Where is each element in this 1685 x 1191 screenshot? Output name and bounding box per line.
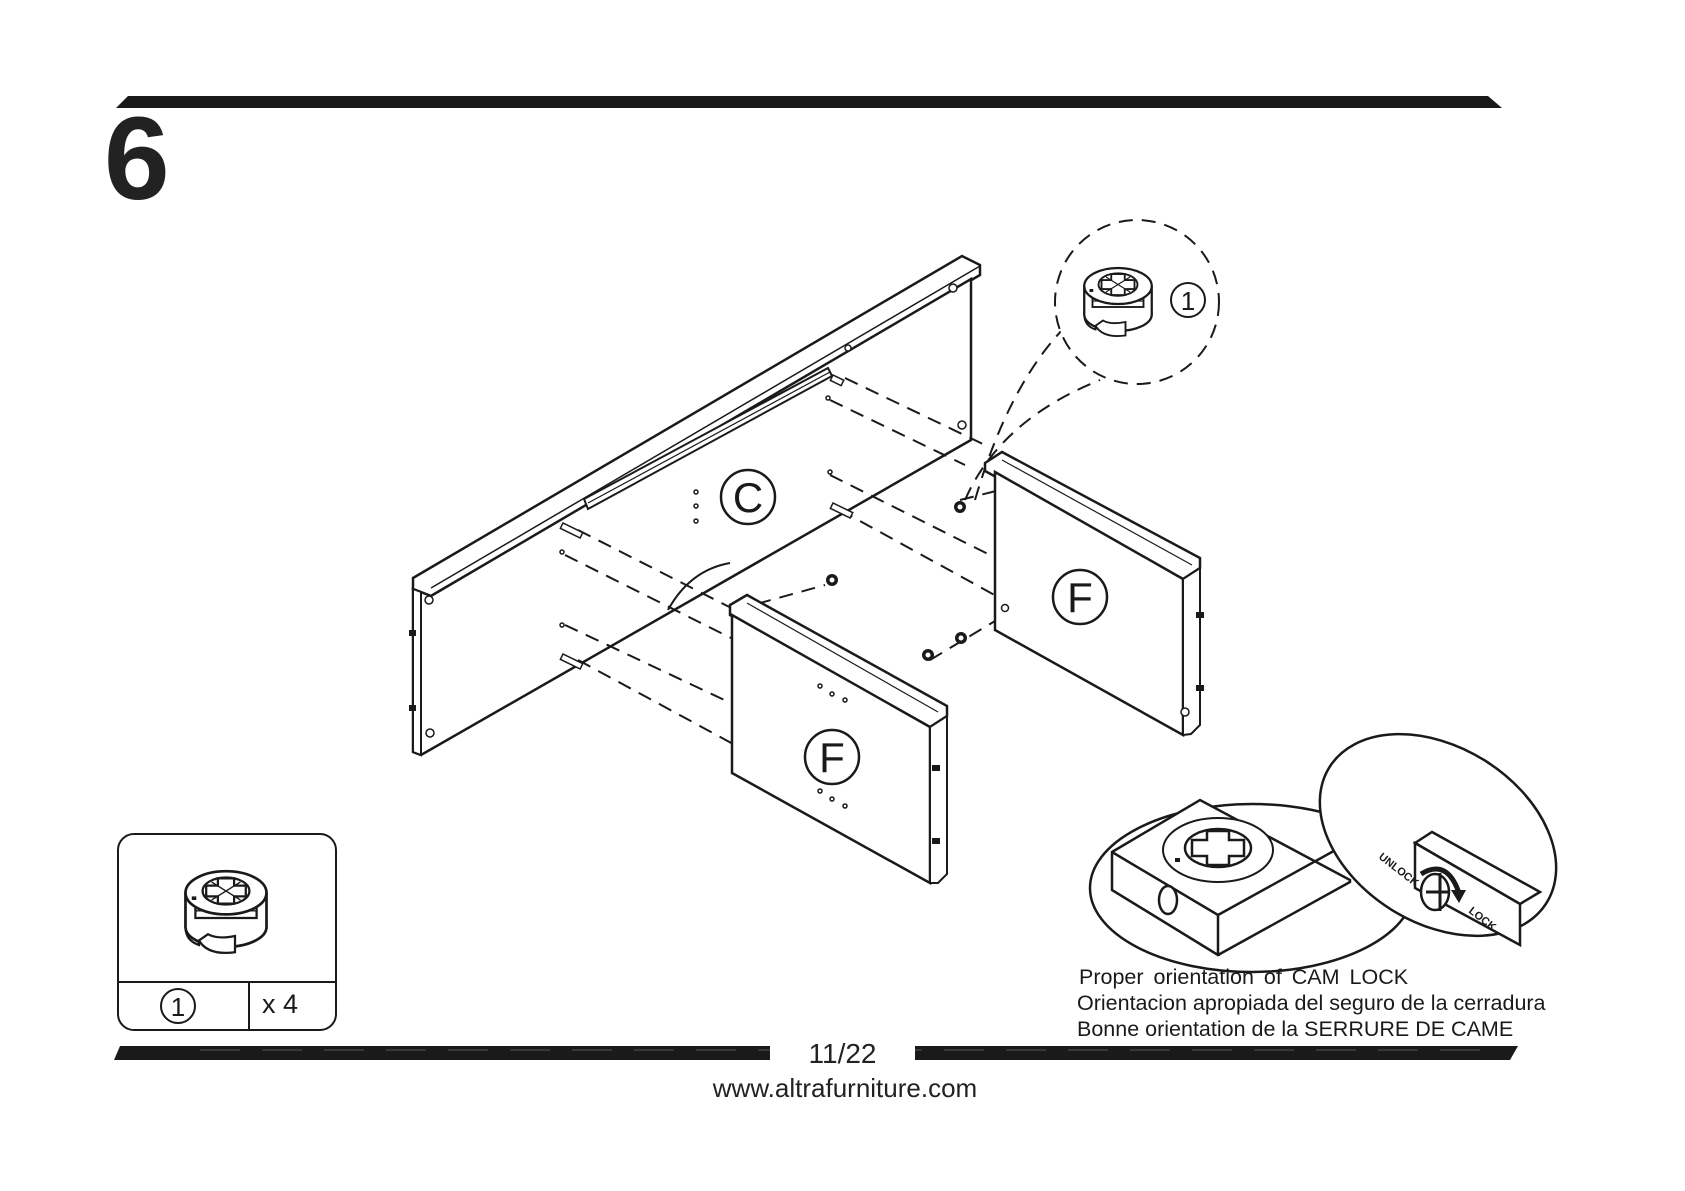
hardware-quantity: x 4 <box>262 989 298 1019</box>
header-rule <box>116 96 1502 108</box>
website-url: www.altrafurniture.com <box>500 1073 1190 1104</box>
orientation-caption-en: Proper orientation of CAM LOCK <box>1077 964 1546 990</box>
panel-f-right-label-badge: F <box>1053 570 1107 624</box>
orientation-caption: Proper orientation of CAM LOCK Orientaci… <box>1077 964 1546 1042</box>
panel-f-front-label-badge: F <box>805 730 859 784</box>
callout-part-number: 1 <box>1181 286 1195 316</box>
panel-f-right-label: F <box>1067 574 1093 621</box>
panel-c-label-badge: C <box>721 470 775 524</box>
step-number: 6 <box>104 100 168 218</box>
hardware-box: 1 x 4 <box>118 834 336 1030</box>
panel-c-label: C <box>733 474 763 521</box>
hardware-part-number: 1 <box>171 992 185 1022</box>
panel-f-front-label: F <box>819 734 845 781</box>
page-number: 11/22 <box>770 1036 915 1072</box>
cam-lock-icon <box>1084 268 1152 336</box>
cam-lock-callout: 1 <box>1055 220 1219 384</box>
orientation-caption-fr: Bonne orientation de la SERRURE DE CAME <box>1077 1016 1546 1042</box>
orientation-caption-es: Orientacion apropiada del seguro de la c… <box>1077 990 1546 1016</box>
cam-lock-icon <box>186 871 267 953</box>
cam-lock-parts <box>826 501 967 661</box>
